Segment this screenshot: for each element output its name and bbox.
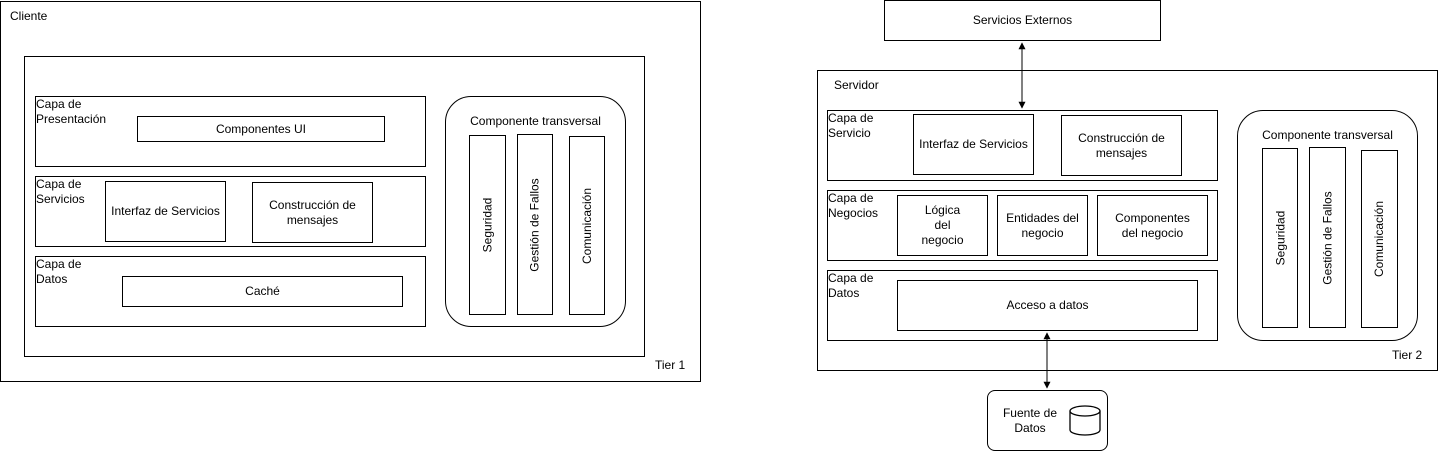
business-logic-box: Lógica del negocio bbox=[897, 195, 988, 256]
server-fault-management-box: Gestión de Fallos bbox=[1309, 147, 1346, 328]
tier2-label: Tier 2 bbox=[1392, 348, 1423, 362]
security-box: Seguridad bbox=[469, 135, 506, 315]
business-entities-box: Entidades del negocio bbox=[997, 195, 1088, 256]
business-layer-title: Capa de Negocios bbox=[828, 191, 879, 220]
message-construction-box: Construcción de mensajes bbox=[252, 182, 373, 243]
server-security-box: Seguridad bbox=[1262, 148, 1298, 328]
server-service-interface-box: Interfaz de Servicios bbox=[913, 114, 1034, 175]
data-source-label: Fuente de Datos bbox=[1002, 406, 1058, 435]
services-layer-title: Capa de Servicios bbox=[36, 177, 85, 206]
business-components-box: Componentes del negocio bbox=[1097, 195, 1208, 256]
external-services-box: Servicios Externos bbox=[884, 0, 1161, 41]
ui-components-box: Componentes UI bbox=[137, 116, 385, 142]
tier1-label: Tier 1 bbox=[655, 358, 686, 372]
cache-box: Caché bbox=[122, 276, 403, 307]
server-message-construction-box: Construcción de mensajes bbox=[1061, 115, 1182, 176]
server-communication-box: Comunicación bbox=[1361, 150, 1398, 328]
crosscutting-title: Componente transversal bbox=[470, 114, 601, 128]
communication-box: Comunicación bbox=[569, 136, 605, 315]
service-interface-box: Interfaz de Servicios bbox=[105, 181, 226, 242]
server-crosscutting-title: Componente transversal bbox=[1262, 128, 1393, 142]
client-label: Cliente bbox=[10, 9, 48, 23]
data-layer-title: Capa de Datos bbox=[36, 257, 82, 286]
server-data-layer-title: Capa de Datos bbox=[828, 271, 874, 300]
presentation-layer-title: Capa de Presentación bbox=[36, 97, 107, 126]
data-access-box: Acceso a datos bbox=[897, 280, 1198, 331]
fault-management-box: Gestión de Fallos bbox=[517, 134, 553, 315]
service-layer-title: Capa de Servicio bbox=[828, 111, 874, 140]
server-label: Servidor bbox=[834, 78, 879, 92]
